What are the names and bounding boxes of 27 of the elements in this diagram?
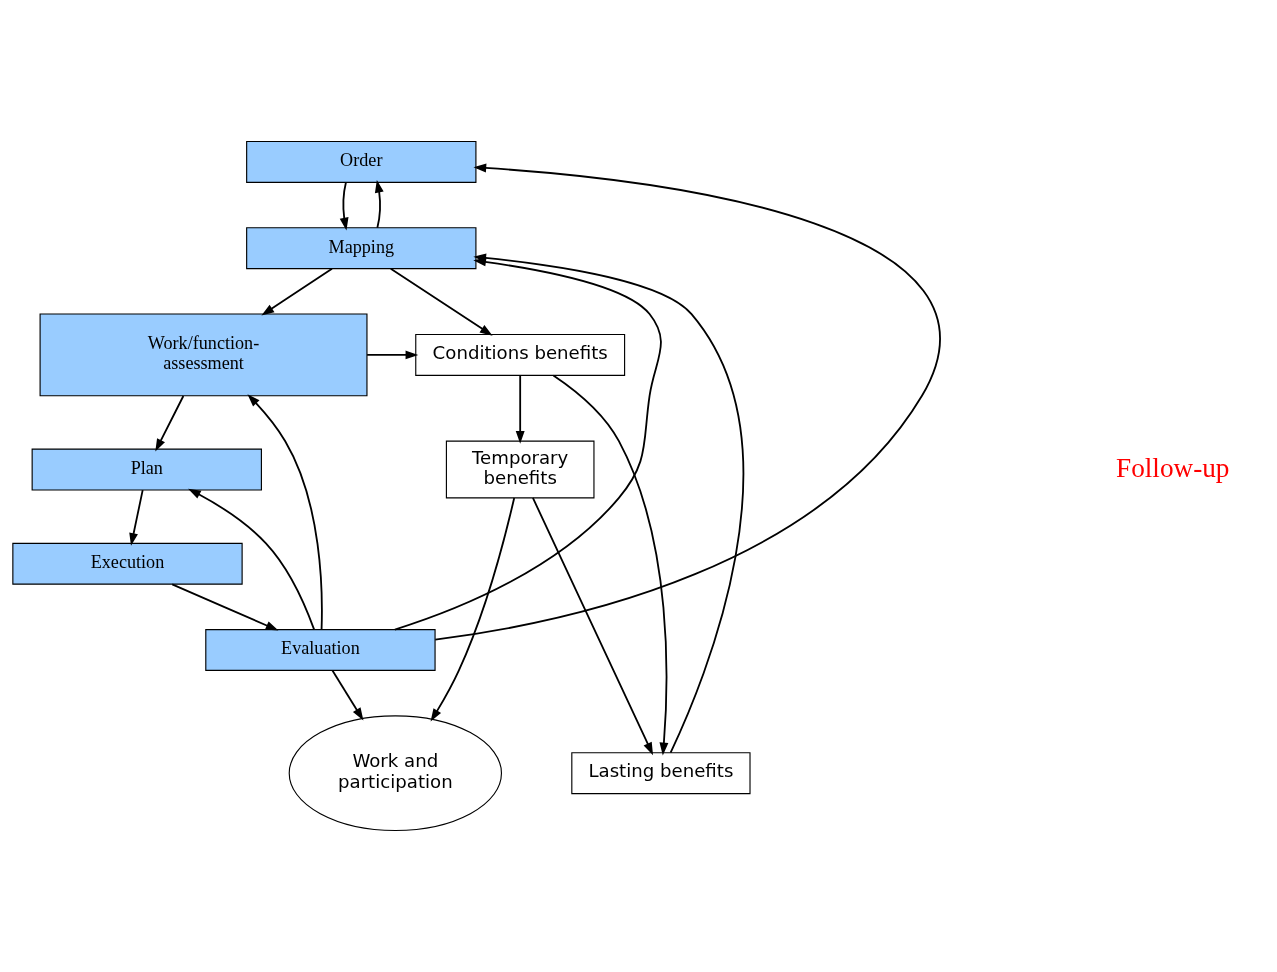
- arrow: [188, 488, 315, 631]
- arrow: [434, 163, 940, 641]
- arrow: [430, 497, 516, 722]
- arrow: [552, 374, 669, 756]
- node-box: Conditions benefits: [415, 333, 626, 376]
- arrow: [261, 267, 333, 316]
- node-box: Plan: [31, 448, 262, 491]
- label: Follow-up: [1116, 452, 1230, 483]
- arrow: [171, 583, 279, 631]
- arrow: [389, 267, 493, 336]
- node-box: Execution: [12, 542, 243, 585]
- arrow: [374, 179, 384, 229]
- node-box: Order: [246, 140, 477, 183]
- node-box: Mapping: [246, 227, 477, 270]
- arrow: [339, 181, 349, 231]
- arrow: [155, 395, 185, 452]
- arrow: [532, 497, 654, 756]
- arrow: [515, 374, 525, 444]
- node-box: Evaluation: [205, 629, 436, 671]
- node-ellipse: Work and participation: [288, 715, 502, 832]
- arrow: [129, 489, 144, 546]
- arrow: [366, 350, 419, 360]
- arrow: [331, 669, 364, 721]
- node-box: Temporary benefits: [445, 440, 595, 499]
- node-box: Work/function-assessment: [39, 313, 368, 397]
- node-box: Lasting benefits: [571, 752, 751, 795]
- arrow: [247, 394, 323, 631]
